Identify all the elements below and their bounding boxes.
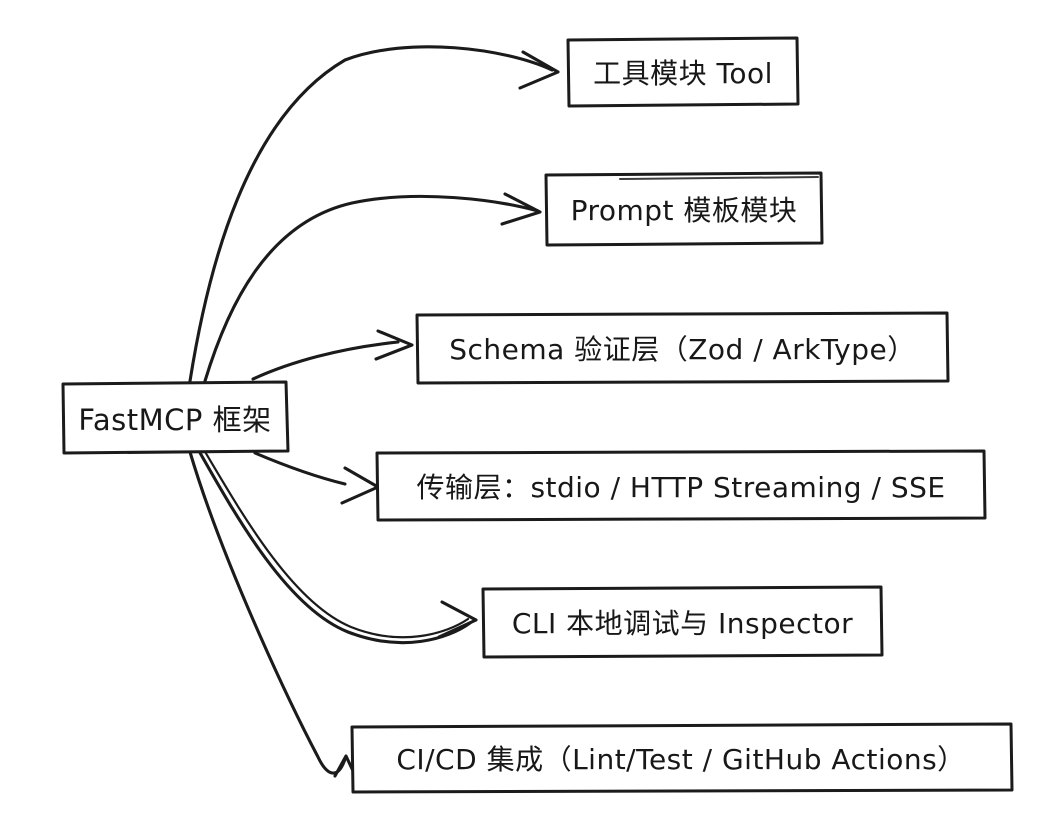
arrow-to-prompt-module <box>203 194 540 383</box>
node-box-prompt-module-sketch-line <box>619 176 819 180</box>
node-label-tool-module: 工具模块 Tool <box>593 57 773 90</box>
arrowhead-schema-layer <box>374 329 414 361</box>
node-box-prompt-module <box>544 171 824 247</box>
node-label-cicd: CI/CD 集成（Lint/Test / GitHub Actions） <box>396 743 966 776</box>
node-label-cli-inspector: CLI 本地调试与 Inspector <box>511 607 854 640</box>
arrow-to-tool-module <box>188 45 554 383</box>
node-root-label: FastMCP 框架 <box>78 402 272 437</box>
node-box-schema-layer <box>415 311 950 385</box>
arrowhead-prompt-module <box>500 192 542 226</box>
node-box-cicd <box>350 722 1014 794</box>
arrow-to-cli-inspector-pass2 <box>202 448 470 639</box>
arrow-to-cli-inspector <box>197 449 472 645</box>
node-box-root <box>61 380 290 455</box>
arrowhead-cli-inspector <box>437 600 478 639</box>
node-boxes <box>61 36 1014 794</box>
node-label-prompt-module: Prompt 模板模块 <box>570 194 798 227</box>
arrow-to-cicd <box>188 450 347 775</box>
arrowhead-tool-module <box>518 50 560 90</box>
node-box-tool-module <box>566 36 800 108</box>
node-label-schema-layer: Schema 验证层（Zod / ArkType） <box>449 333 916 366</box>
node-box-transport-layer <box>375 449 987 522</box>
node-label-transport-layer: 传输层：stdio / HTTP Streaming / SSE <box>416 470 946 504</box>
edge-arrows <box>188 45 560 778</box>
arrow-to-schema-layer <box>251 340 400 381</box>
arrowhead-transport-layer <box>340 466 380 505</box>
arrow-to-transport-layer <box>253 451 347 486</box>
node-box-cli-inspector <box>481 585 884 659</box>
